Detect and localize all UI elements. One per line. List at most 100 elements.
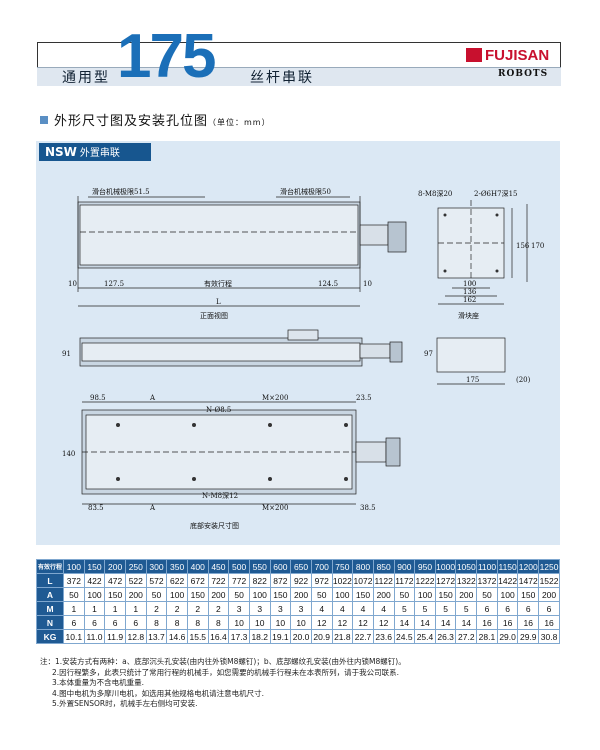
table-cell: 29.9 [517, 629, 540, 644]
table-cell: 3 [269, 601, 292, 616]
mid-w175: 175 [466, 376, 479, 384]
table-cell: 972 [310, 573, 333, 588]
brand-sub: ROBOTS [498, 69, 549, 79]
table-cell: 950 [414, 559, 436, 574]
table-cell: 2 [145, 601, 168, 616]
table-cell: 6 [517, 601, 540, 616]
note-3: 3.本体重量为不含电机重量. [52, 678, 145, 687]
table-cell: 1072 [352, 573, 374, 588]
table-cell: 10 [248, 615, 271, 630]
mid-h91: 91 [62, 350, 71, 358]
table-cell: 15.5 [186, 629, 209, 644]
table-cell: 422 [83, 573, 106, 588]
front-L: L [216, 298, 221, 306]
table-cell: 250 [124, 559, 147, 574]
table-cell: 1100 [476, 559, 498, 574]
table-cell: 1200 [517, 559, 540, 574]
table-cell: 800 [352, 559, 374, 574]
bottom-slot: N-M8深12 [202, 491, 238, 500]
table-cell: 16 [517, 615, 540, 630]
table-cell: 25.4 [414, 629, 436, 644]
table-cell: 8 [145, 615, 168, 630]
table-cell: 300 [145, 559, 168, 574]
table-cell: 14.6 [166, 629, 188, 644]
row-header-cell: A [36, 587, 64, 602]
table-cell: 14 [393, 615, 416, 630]
table-cell: 27.2 [455, 629, 478, 644]
note-1: 注：1.安装方式有两种：a、底部沉头孔安装(由内往外锁M8螺钉)；b、底部螺纹孔… [40, 657, 406, 666]
seat-pins: 2-Ø6H7深15 [474, 189, 517, 198]
brand-name: FUJISAN [485, 47, 550, 64]
note-4: 4.图中电机为多摩川电机，如选用其他规格电机请注意电机尺寸. [52, 688, 265, 698]
row-header-cell: N [36, 615, 64, 630]
bottom-M200b: M×200 [262, 504, 288, 512]
section-title-text: 外形尺寸图及安装孔位图 [54, 114, 209, 129]
table-cell: 5 [414, 601, 436, 616]
front-stroke: 有效行程 [204, 279, 232, 288]
table-cell: 6 [476, 601, 498, 616]
table-cell: 6 [63, 615, 85, 630]
section-unit: （单位：mm） [208, 118, 271, 127]
bottom-caption: 底部安装尺寸图 [190, 521, 239, 530]
header-band [37, 67, 561, 86]
table-cell: 350 [166, 559, 188, 574]
front-caption: 正面视图 [200, 311, 228, 320]
table-cell: 6 [538, 601, 560, 616]
bottom-A2: A [149, 504, 156, 512]
table-cell: 6 [496, 601, 519, 616]
brand-logo: FUJISAN [466, 47, 549, 64]
table-cell: 1 [124, 601, 147, 616]
table-cell: 1422 [496, 573, 519, 588]
table-cell: 24.5 [393, 629, 416, 644]
table-cell: 900 [393, 559, 416, 574]
table-cell: 650 [290, 559, 312, 574]
table-cell: 672 [186, 573, 209, 588]
section-title: 外形尺寸图及安装孔位图（单位：mm） [54, 110, 271, 129]
table-cell: 14 [455, 615, 478, 630]
table-cell: 12 [331, 615, 354, 630]
table-cell: 200 [372, 587, 395, 602]
table-cell: 772 [228, 573, 250, 588]
seat-w162: 162 [463, 296, 476, 304]
table-cell: 50 [145, 587, 168, 602]
table-cell: 12 [352, 615, 374, 630]
table-cell: 150 [352, 587, 374, 602]
table-cell: 20.0 [290, 629, 312, 644]
table-cell: 150 [269, 587, 292, 602]
table-cell: 5 [434, 601, 457, 616]
table-cell: 750 [331, 559, 354, 574]
seat-caption: 滑块座 [458, 311, 479, 320]
table-cell: 8 [186, 615, 209, 630]
brand-mark-icon [466, 48, 482, 62]
table-cell: 1272 [434, 573, 457, 588]
table-cell: 2 [186, 601, 209, 616]
table-cell: 400 [186, 559, 209, 574]
table-cell: 11.9 [104, 629, 126, 644]
table-cell: 1 [104, 601, 126, 616]
series-tag-main: NSW [45, 145, 77, 159]
technical-drawing: 滑台机械极限51.5 滑台机械极限50 10 127.5 有效行程 124.5 … [62, 187, 544, 530]
table-cell: 872 [269, 573, 292, 588]
table-cell: 13.7 [145, 629, 168, 644]
table-cell: 10 [228, 615, 250, 630]
table-cell: 1050 [455, 559, 478, 574]
table-cell: 100 [63, 559, 85, 574]
table-cell: 500 [228, 559, 250, 574]
table-cell: 3 [228, 601, 250, 616]
table-cell: 1322 [455, 573, 478, 588]
table-cell: 150 [517, 587, 540, 602]
table-cell: 50 [63, 587, 85, 602]
table-cell: 622 [166, 573, 188, 588]
bottom-h140: 140 [62, 450, 75, 458]
table-cell: 10.1 [63, 629, 85, 644]
table-cell: 4 [352, 601, 374, 616]
table-cell: 8 [207, 615, 230, 630]
table-cell: 21.8 [331, 629, 354, 644]
bottom-d23: 23.5 [356, 394, 372, 402]
table-cell: 19.1 [269, 629, 292, 644]
table-cell: 30.8 [538, 629, 560, 644]
table-cell: 23.6 [372, 629, 395, 644]
seat-w136: 136 [463, 288, 477, 296]
